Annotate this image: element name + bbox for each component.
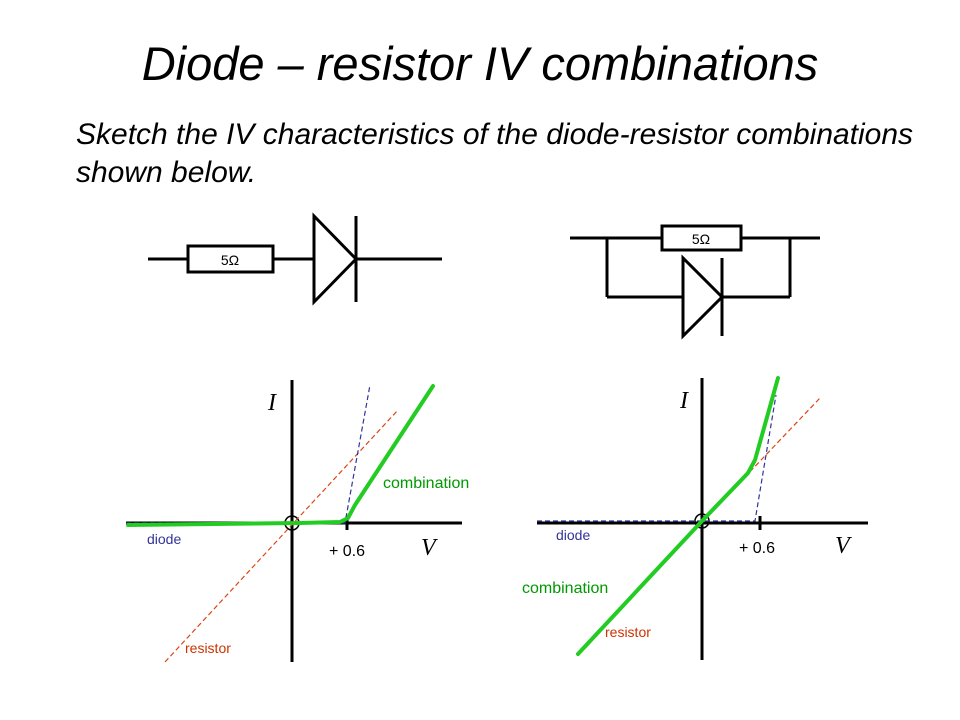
series-circuit [148,212,442,306]
left-iv-graph: I V + 0.6 diode resistor combination [126,380,469,663]
left-resistor-line [164,409,399,663]
right-combination-curve [576,376,780,656]
parallel-resistor-label: 5Ω [692,231,710,247]
left-combination-curve [126,384,435,527]
slide-subtitle: Sketch the IV characteristics of the dio… [76,118,914,189]
left-diode-curve [126,384,371,524]
left-resistor-label: resistor [185,640,231,656]
right-diode-label: diode [556,527,590,543]
right-resistor-label: resistor [605,624,651,640]
right-tick-label: + 0.6 [739,540,775,557]
right-diode-curve [537,394,777,522]
left-combination-label: combination [383,475,469,492]
series-diode-triangle [312,212,359,306]
parallel-circuit [570,224,820,340]
left-x-axis-label: V [421,535,438,561]
right-combination-label: combination [522,580,608,597]
right-y-axis-label: I [679,388,689,414]
left-tick-label: + 0.6 [329,543,365,560]
left-diode-label: diode [147,531,181,547]
parallel-diode-triangle [681,254,725,340]
slide-title: Diode – resistor IV combinations [141,37,819,90]
right-x-axis-label: V [835,533,852,559]
left-y-axis-label: I [267,390,277,416]
series-resistor-label: 5Ω [221,252,239,268]
right-iv-graph: I V + 0.6 diode resistor combination [522,376,868,660]
